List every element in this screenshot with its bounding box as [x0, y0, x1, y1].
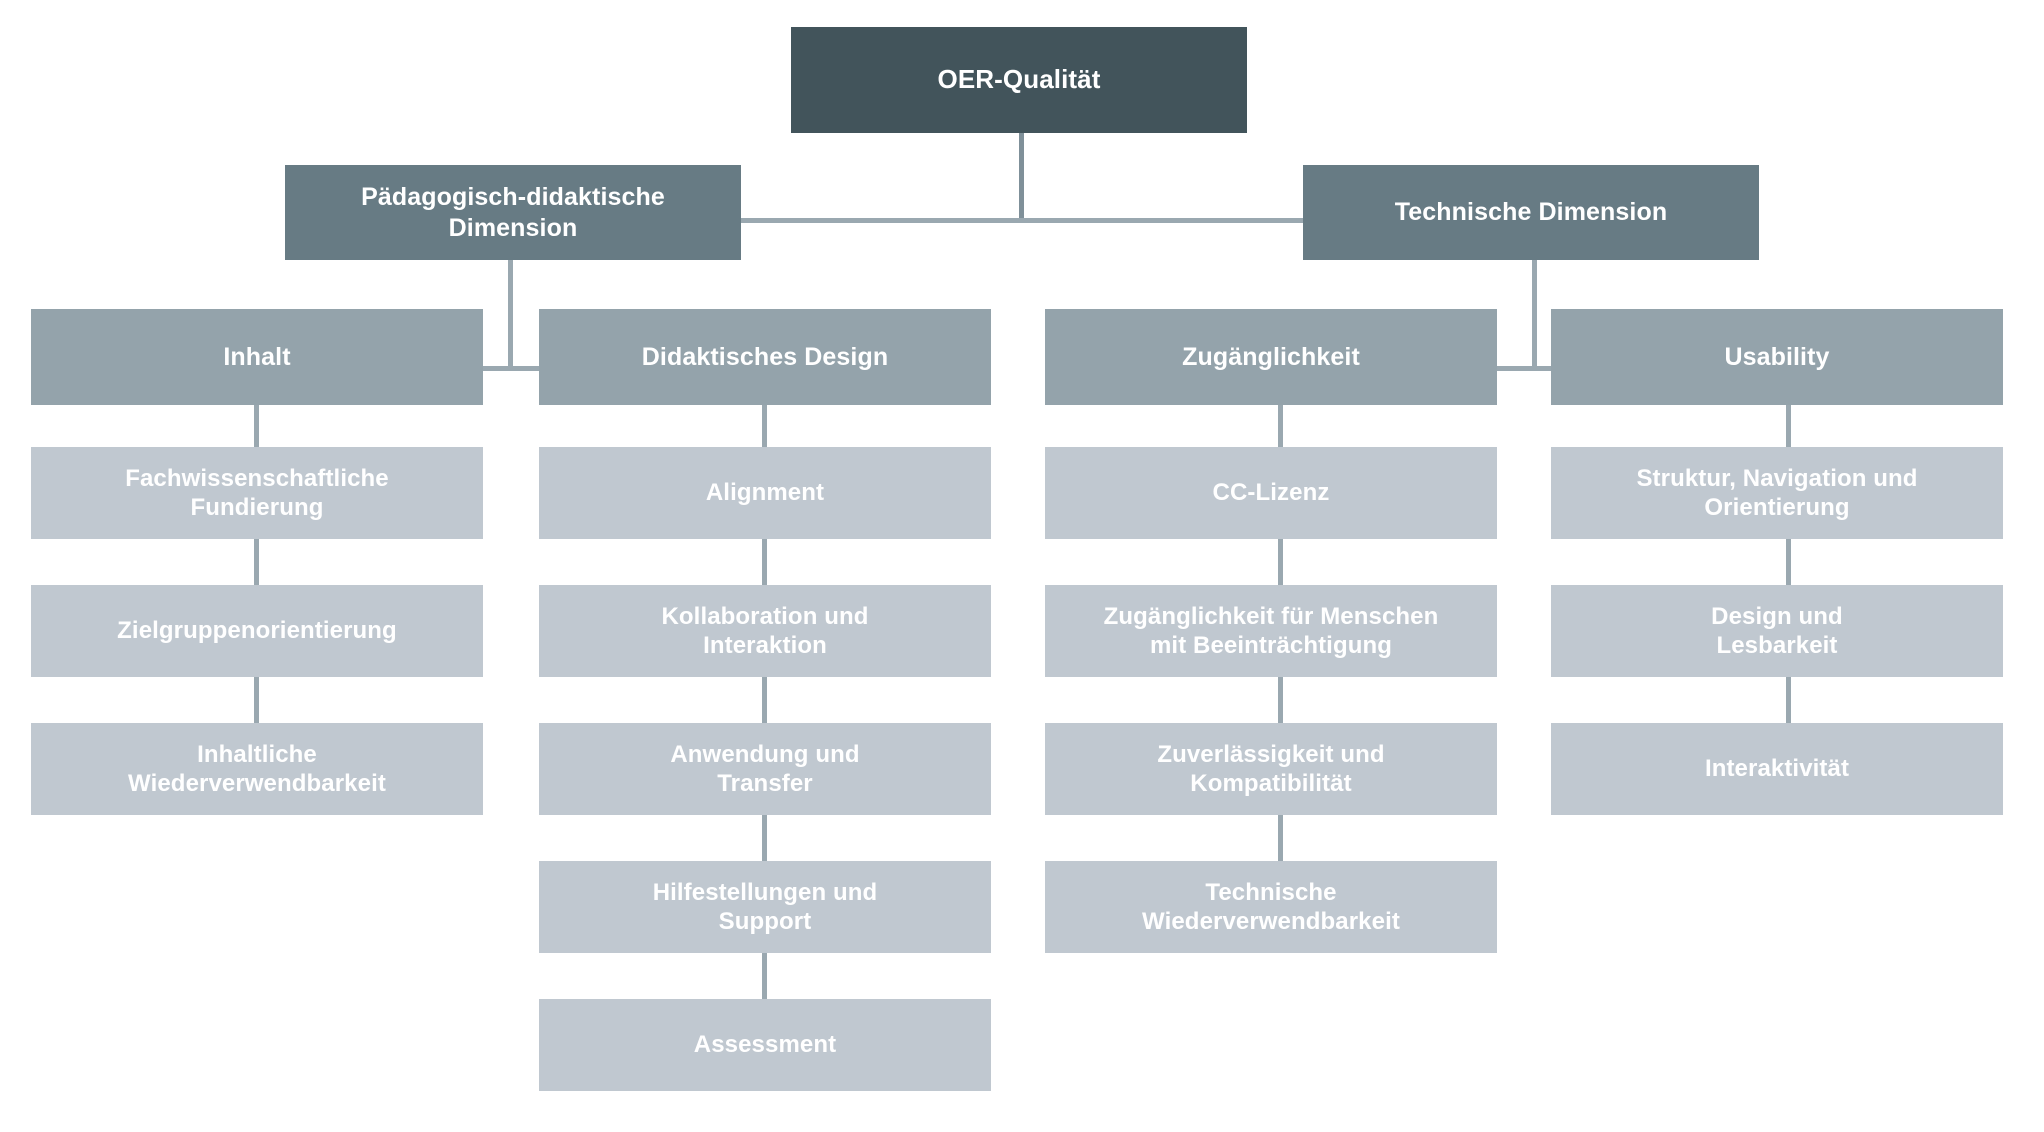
leaf-label: Kollaboration und Interaktion [661, 602, 869, 659]
node-dimension-label-0: Pädagogisch-didaktische Dimension [361, 183, 665, 242]
leaf-label: Alignment [705, 479, 825, 507]
leaf-label: Interaktivität [1704, 755, 1850, 783]
leaf-col4-item-2[interactable]: Interaktivität [1551, 723, 2003, 815]
leaf-label: Technische Wiederverwendbarkeit [1142, 878, 1400, 935]
leaf-col2-item-3[interactable]: Hilfestellungen und Support [539, 861, 991, 953]
leaf-col3-item-1[interactable]: Zugänglichkeit für Menschen mit Beeinträ… [1045, 585, 1497, 677]
leaf-col2-item-1[interactable]: Kollaboration und Interaktion [539, 585, 991, 677]
leaf-col4-item-1[interactable]: Design und Lesbarkeit [1551, 585, 2003, 677]
leaf-col3-item-3[interactable]: Technische Wiederverwendbarkeit [1045, 861, 1497, 953]
leaf-label: Anwendung und Transfer [670, 740, 860, 797]
node-root-oer-qualitaet[interactable]: OER-Qualität [791, 27, 1247, 133]
node-category-zugaenglichkeit[interactable]: Zugänglichkeit [1045, 309, 1497, 405]
leaf-label: Struktur, Navigation und Orientierung [1636, 464, 1918, 521]
connector-right-dimension-stem [1532, 260, 1537, 370]
leaf-label: Design und Lesbarkeit [1711, 602, 1843, 659]
connector-category-bar-right [1280, 366, 1788, 371]
leaf-col1-item-2[interactable]: Inhaltliche Wiederverwendbarkeit [31, 723, 483, 815]
leaf-col1-item-1[interactable]: Zielgruppenorientierung [31, 585, 483, 677]
leaf-col2-item-4[interactable]: Assessment [539, 999, 991, 1091]
node-category-label-0: Inhalt [223, 342, 291, 371]
leaf-label: Zuverlässigkeit und Kompatibilität [1157, 740, 1385, 797]
leaf-label: CC-Lizenz [1212, 479, 1330, 507]
leaf-col3-item-0[interactable]: CC-Lizenz [1045, 447, 1497, 539]
node-category-usability[interactable]: Usability [1551, 309, 2003, 405]
leaf-col1-item-0[interactable]: Fachwissenschaftliche Fundierung [31, 447, 483, 539]
node-dimension-paedagogisch-didaktisch[interactable]: Pädagogisch-didaktische Dimension [285, 165, 741, 260]
leaf-label: Fachwissenschaftliche Fundierung [125, 464, 389, 521]
leaf-col4-item-0[interactable]: Struktur, Navigation und Orientierung [1551, 447, 2003, 539]
node-category-didaktisches-design[interactable]: Didaktisches Design [539, 309, 991, 405]
node-dimension-label-1: Technische Dimension [1394, 198, 1668, 227]
leaf-label: Hilfestellungen und Support [652, 878, 878, 935]
connector-left-dimension-stem [508, 260, 513, 370]
leaf-label: Zielgruppenorientierung [117, 617, 397, 645]
connector-category-bar-left [256, 366, 764, 371]
leaf-col2-item-0[interactable]: Alignment [539, 447, 991, 539]
node-category-inhalt[interactable]: Inhalt [31, 309, 483, 405]
leaf-label: Zugänglichkeit für Menschen mit Beeinträ… [1103, 602, 1439, 659]
connector-dimension-bar [508, 218, 1532, 223]
node-dimension-technisch[interactable]: Technische Dimension [1303, 165, 1759, 260]
connector-root-stem [1019, 133, 1024, 221]
leaf-label: Assessment [693, 1031, 837, 1059]
node-category-label-3: Usability [1724, 342, 1830, 371]
node-category-label-2: Zugänglichkeit [1182, 342, 1360, 371]
node-root-label: OER-Qualität [937, 64, 1101, 95]
node-category-label-1: Didaktisches Design [641, 342, 889, 371]
leaf-col2-item-2[interactable]: Anwendung und Transfer [539, 723, 991, 815]
leaf-col3-item-2[interactable]: Zuverlässigkeit und Kompatibilität [1045, 723, 1497, 815]
leaf-label: Inhaltliche Wiederverwendbarkeit [128, 740, 386, 797]
